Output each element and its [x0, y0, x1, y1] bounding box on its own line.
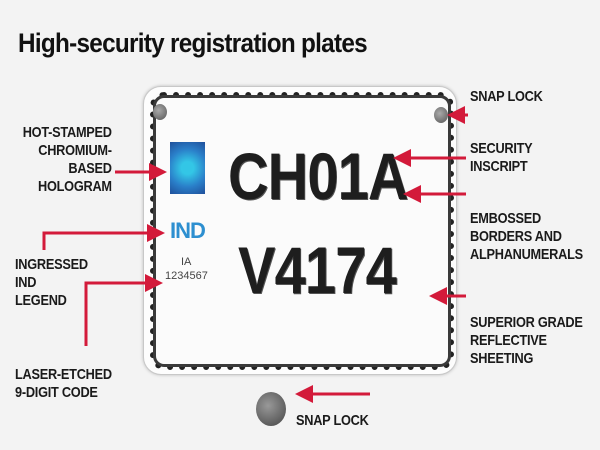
plate-embossed-border: [150, 92, 454, 370]
label-embossed: EMBOSSED BORDERS AND ALPHANUMERALS: [470, 210, 583, 263]
laser-serial: 1234567: [165, 270, 208, 282]
arrow-laser-code: [84, 274, 163, 346]
plate-line-1: CH01A: [228, 139, 409, 213]
label-ind-legend: INGRESSED IND LEGEND: [15, 256, 88, 309]
label-snap-lock-bottom: SNAP LOCK: [296, 412, 369, 429]
label-hologram: HOT-STAMPED CHROMIUM- BASED HOLOGRAM: [22, 124, 112, 195]
label-laser-code: LASER-ETCHED 9-DIGIT CODE: [15, 366, 112, 401]
plate-line-2: V4174: [238, 233, 397, 307]
state-code: IA: [181, 256, 192, 268]
label-snap-lock-top: SNAP LOCK: [470, 88, 543, 105]
label-security-inscript: SECURITY INSCRIPT: [470, 140, 533, 175]
hologram-icon: [170, 142, 205, 194]
ind-legend: IND: [170, 218, 206, 243]
label-reflective: SUPERIOR GRADE REFLECTIVE SHEETING: [470, 314, 583, 367]
arrow-ind-legend: [42, 224, 165, 250]
snap-lock-hole-left: [153, 104, 167, 120]
page-title: High-security registration plates: [18, 28, 368, 58]
snap-lock-hole-right: [434, 107, 448, 123]
snap-lock-bottom-icon: [256, 392, 286, 426]
